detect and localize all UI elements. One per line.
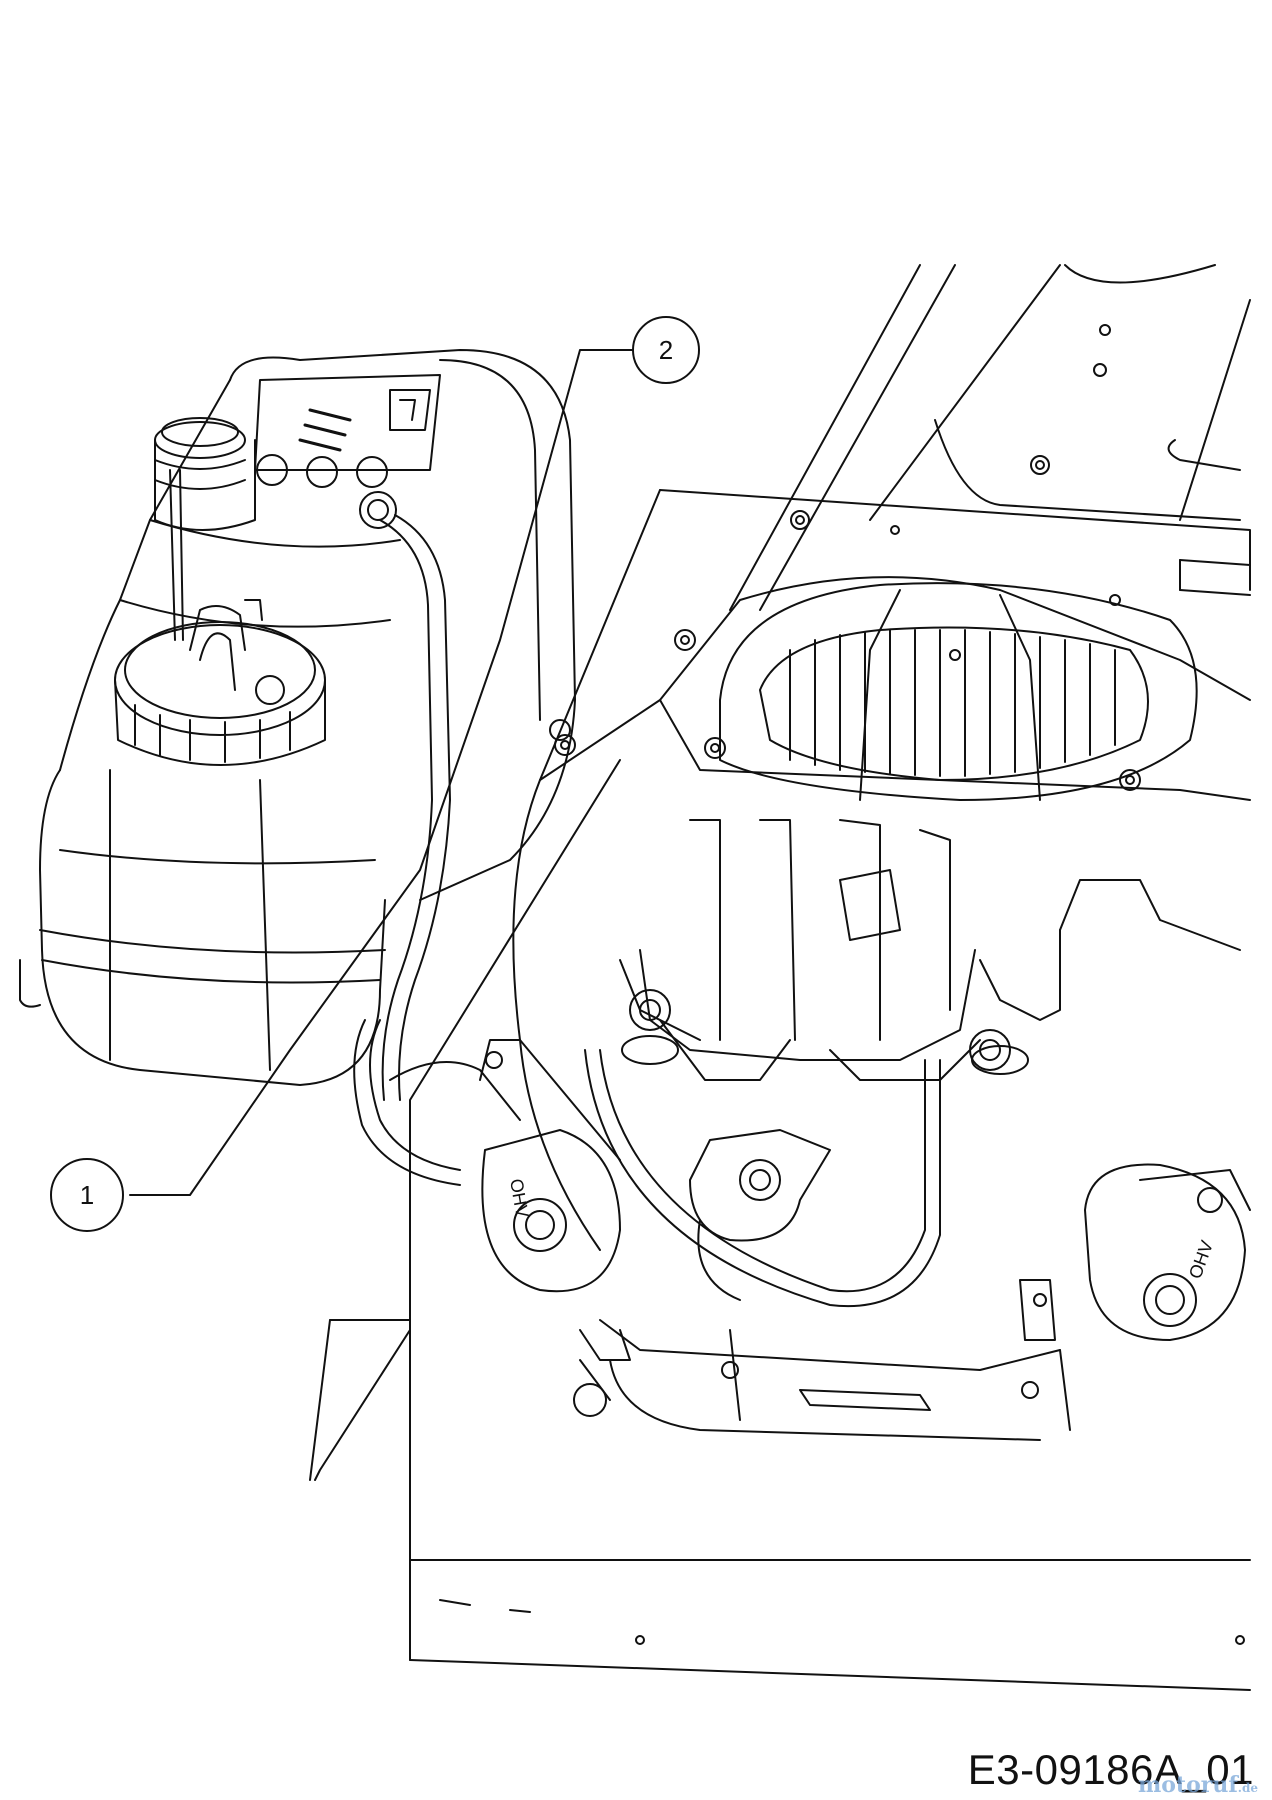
valve-cover-label-right: OHV <box>1185 1238 1217 1282</box>
chassis-frame <box>309 264 1251 1691</box>
callout-2-label: 2 <box>659 335 673 365</box>
drawing-code: E3-09186A_01 <box>967 1746 1254 1793</box>
valve-cover-label-left: OHV <box>506 1177 532 1219</box>
fuel-filler-cap <box>154 417 256 641</box>
fuel-tank <box>19 349 576 1086</box>
callout-1-label: 1 <box>80 1180 94 1210</box>
watermark-text: motoruf <box>1137 1772 1238 1798</box>
engine <box>479 576 1251 1441</box>
callout-leaders <box>129 349 634 1196</box>
fuel-line <box>353 491 941 1308</box>
watermark-suffix: .de <box>1237 1781 1258 1795</box>
callout-2: 2 <box>632 316 700 384</box>
callout-1: 1 <box>50 1158 124 1232</box>
fuel-sender-cap <box>114 599 326 766</box>
watermark: motoruf.de <box>1138 1772 1258 1798</box>
